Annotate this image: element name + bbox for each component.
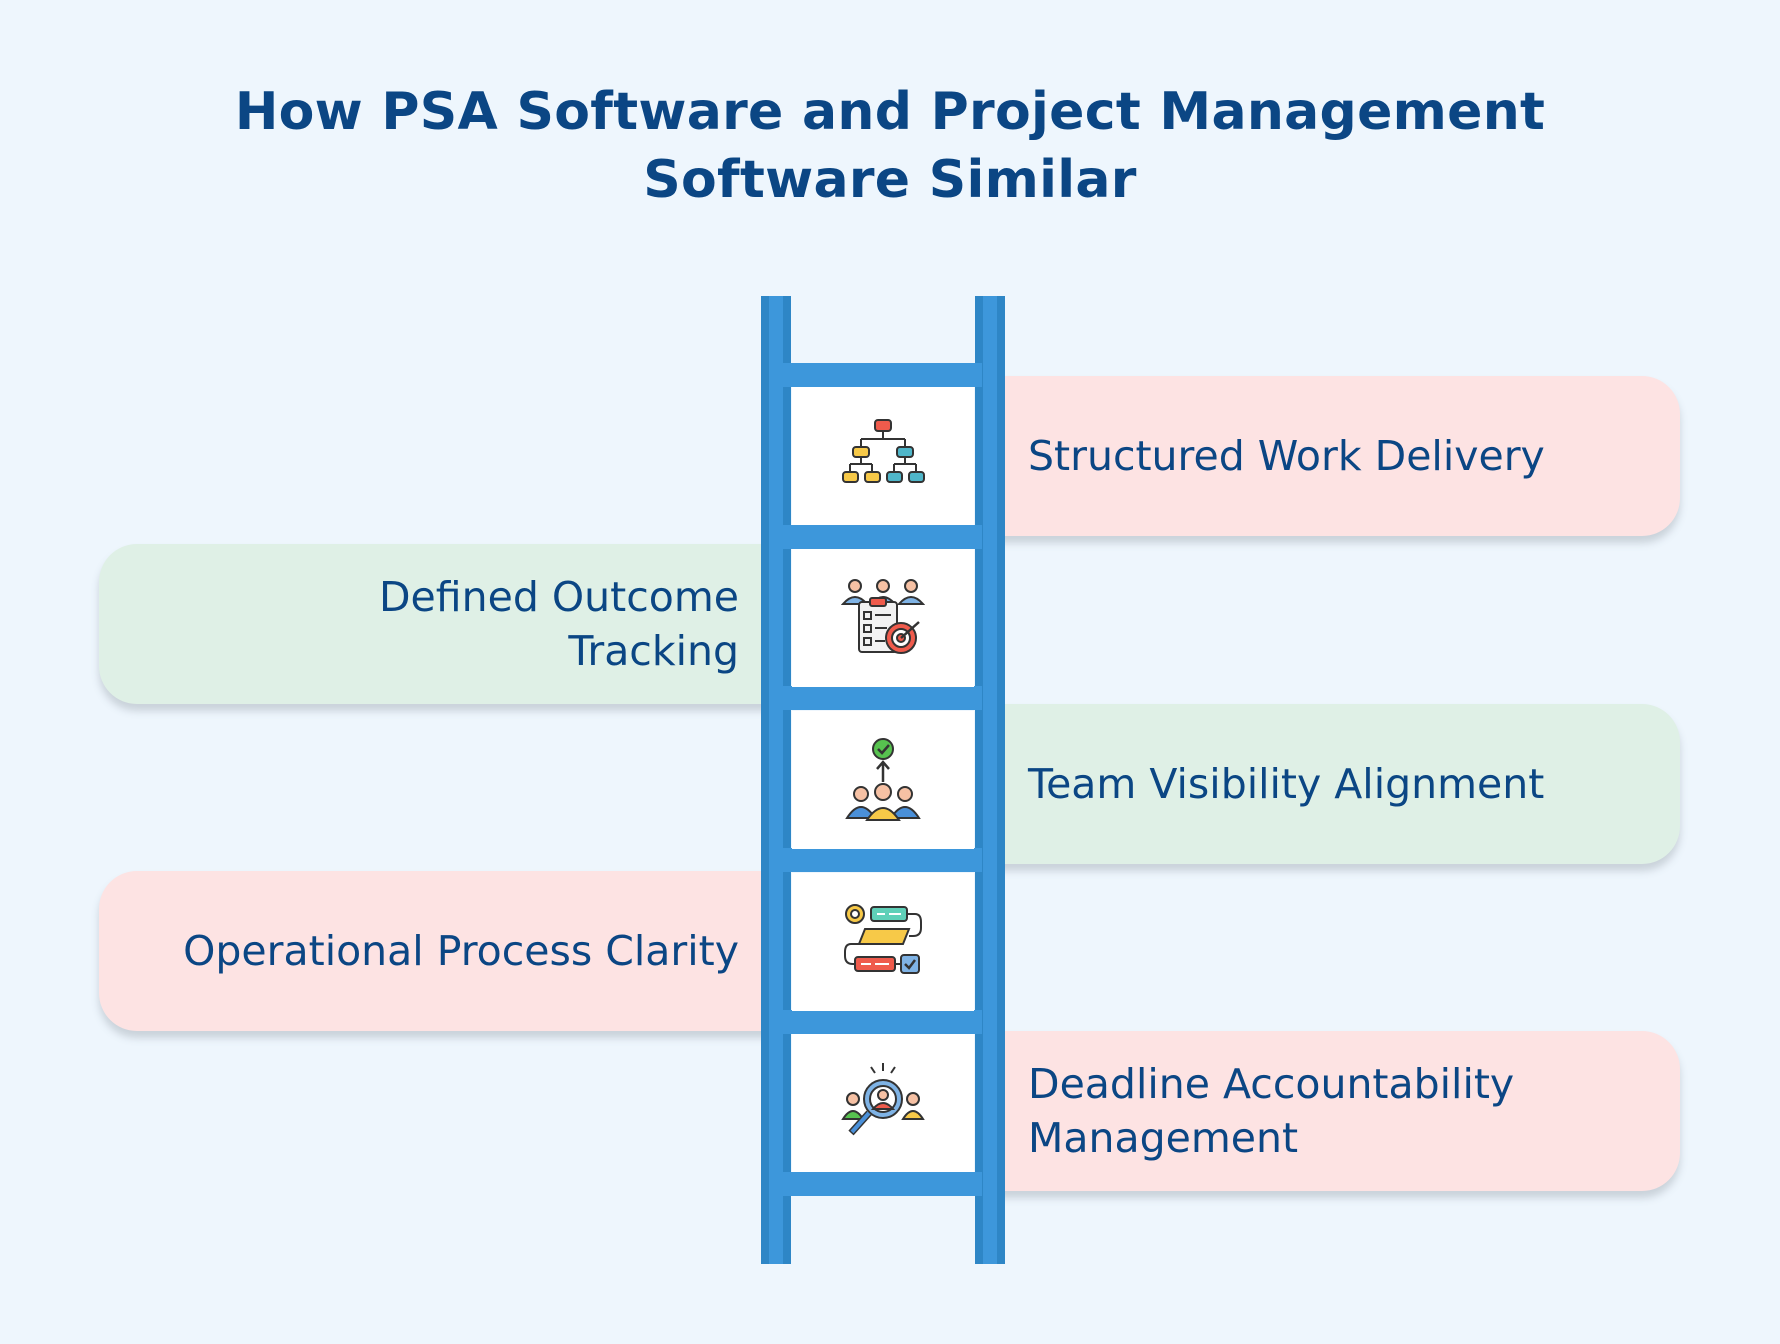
ladder-rung (778, 363, 982, 387)
icon-cell (792, 1034, 974, 1172)
icon-cell (792, 549, 974, 687)
step-card-operational-process-clarity: Operational Process Clarity (99, 871, 779, 1031)
title-line-2: Software Similar (643, 150, 1137, 210)
step-label: Deadline Accountability Management (1028, 1060, 1515, 1162)
step-card-team-visibility-alignment: Team Visibility Alignment (995, 704, 1680, 864)
team-goal-icon (845, 738, 921, 821)
step-card-deadline-accountability-management: Deadline Accountability Management (995, 1031, 1680, 1191)
icon-cell (792, 873, 974, 1011)
ladder-right-rail (975, 296, 1005, 1264)
workflow-process-icon (844, 904, 922, 974)
ladder-left-rail (761, 296, 791, 1264)
people-search-icon (841, 1063, 925, 1136)
step-label: Operational Process Clarity (183, 927, 739, 975)
title-line-1: How PSA Software and Project Management (234, 82, 1546, 142)
team-target-checklist-icon (841, 579, 925, 654)
icon-cell (792, 711, 974, 849)
step-card-structured-work-delivery: Structured Work Delivery (995, 376, 1680, 536)
ladder-rung (778, 686, 982, 710)
step-label: Defined Outcome Tracking (378, 573, 739, 675)
ladder-rung (778, 525, 982, 549)
step-card-defined-outcome-tracking: Defined Outcome Tracking (99, 544, 779, 704)
ladder-rung (778, 1172, 982, 1196)
ladder-rung (778, 848, 982, 872)
ladder-rung (778, 1010, 982, 1034)
step-label: Structured Work Delivery (1028, 432, 1545, 480)
step-label: Team Visibility Alignment (1028, 760, 1545, 808)
icon-cell (792, 387, 974, 525)
org-chart-icon (842, 419, 925, 483)
page-title: How PSA Software and Project Management … (0, 78, 1780, 214)
